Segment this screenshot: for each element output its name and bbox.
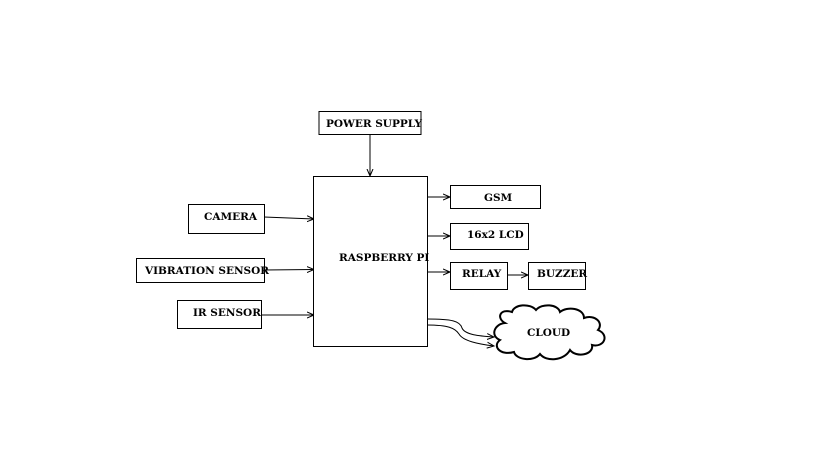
buzzer-label: BUZZER [537,268,587,280]
gsm-label: GSM [484,192,513,204]
camera-label: CAMERA [204,211,258,223]
power-supply-box [318,111,422,135]
edge-pi-to-cloud-2 [426,324,494,346]
raspberry-pi-label: RASPBERRY PI [339,252,429,264]
cloud-shape [493,304,606,361]
edges [262,134,528,346]
power-supply-label: POWER SUPPLY [326,118,422,130]
ir-sensor-label: IR SENSOR [193,307,261,319]
relay-box [450,262,508,290]
edge-vibration-to-pi [263,270,314,271]
camera-box [188,204,265,234]
vibration-sensor-box [136,258,265,283]
lcd-label: 16x2 LCD [467,229,524,241]
raspberry-pi-box [313,176,428,347]
lcd-box [450,223,529,250]
edge-camera-to-pi [263,217,314,219]
gsm-box [450,185,541,209]
vibration-sensor-label: VIBRATION SENSOR [144,265,269,277]
edge-pi-to-cloud-1 [426,318,494,337]
cloud-label: CLOUD [527,327,570,339]
relay-label: RELAY [462,268,502,280]
ir-sensor-box [177,300,262,329]
buzzer-box [528,262,586,290]
